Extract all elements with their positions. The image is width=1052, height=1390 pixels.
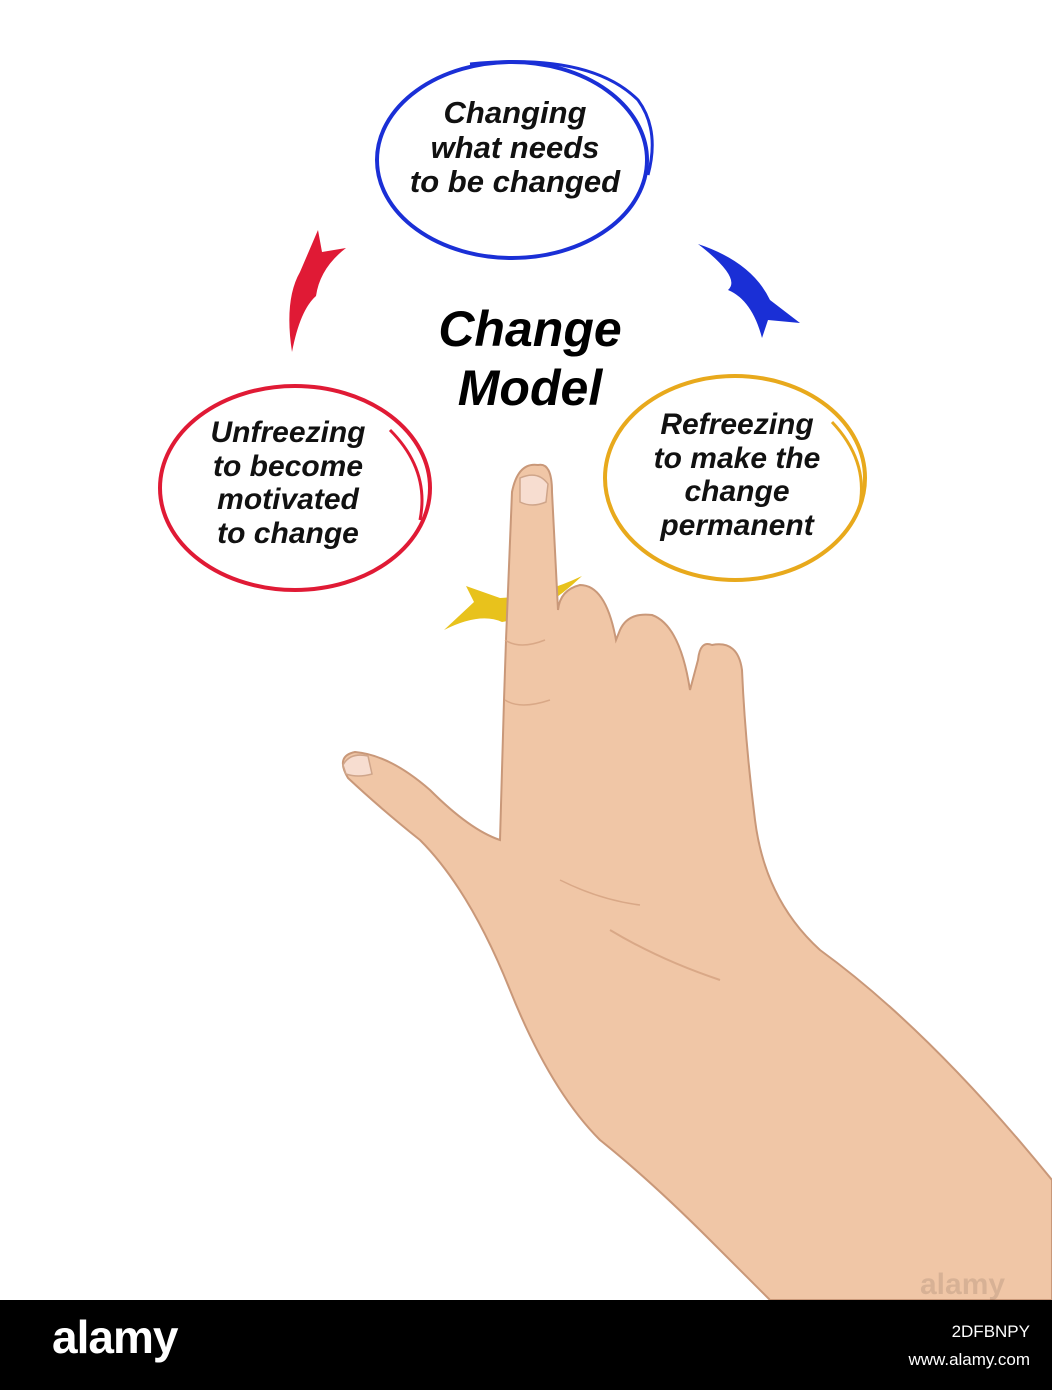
diagram-title: Change Model	[438, 301, 622, 416]
footer-logo: alamy	[52, 1311, 178, 1363]
node-left-label: Unfreezing to become motivated to change	[210, 416, 366, 550]
arrow-top-to-right	[698, 244, 800, 338]
footer-url: www.alamy.com	[908, 1350, 1030, 1369]
node-left-ellipse	[158, 384, 432, 592]
footer-bar: alamy 2DFBNPY www.alamy.com	[0, 1300, 1052, 1390]
diagram-artwork	[158, 60, 1052, 1300]
node-top-ellipse	[375, 60, 654, 260]
arrow-left-to-top	[289, 230, 346, 352]
node-top-label: Changing what needs to be changed	[409, 95, 621, 200]
node-right-label: Refreezing to make the change permanent	[653, 408, 821, 542]
diagram-canvas: Changing what needs to be changed Refree…	[158, 60, 1052, 1301]
node-right-ellipse	[603, 374, 867, 582]
footer-image-id: 2DFBNPY	[951, 1322, 1030, 1341]
pointing-hand-image	[341, 463, 1052, 1300]
